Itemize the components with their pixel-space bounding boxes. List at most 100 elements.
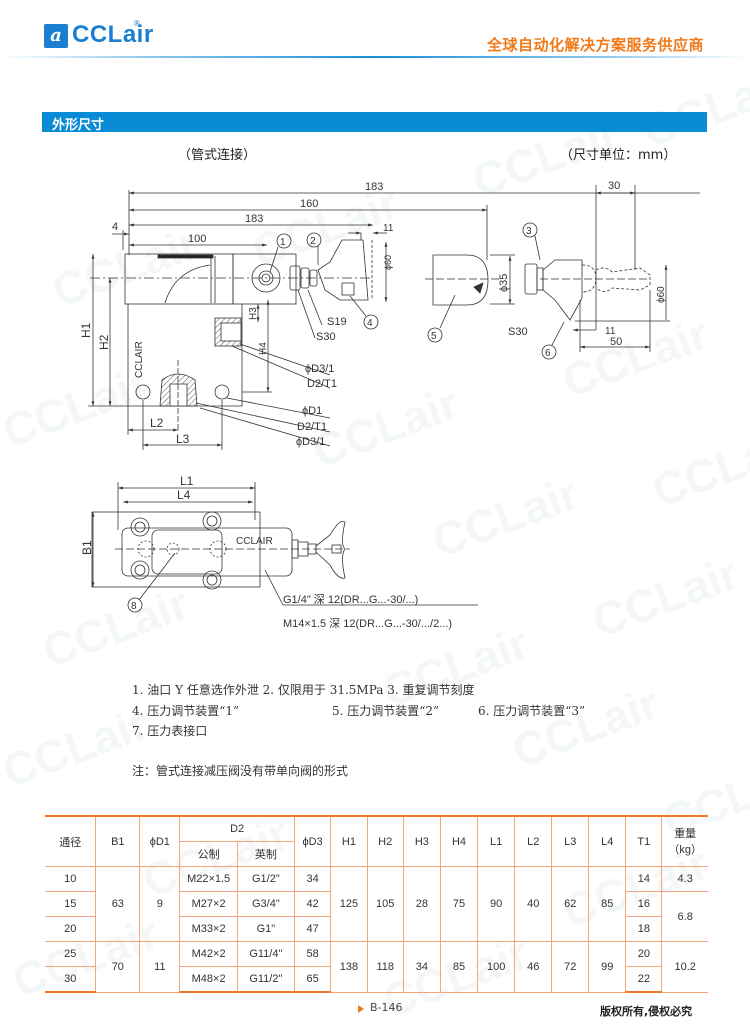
- header-phiD1: ϕD1: [139, 815, 181, 867]
- header-H2: H2: [366, 815, 404, 867]
- cell-H1: 138: [330, 941, 368, 993]
- cell-T1: 20: [625, 941, 663, 967]
- dim-L3: L3: [176, 432, 190, 446]
- section-bar: [42, 112, 707, 132]
- cell-bore: 10: [45, 866, 97, 892]
- cell-phiD3: 65: [293, 966, 332, 993]
- cell-D2-imperial: G1/2": [236, 866, 295, 892]
- port-note-1: G1/4" 深 12(DR...G...-30/...): [283, 593, 418, 606]
- header-L4: L4: [588, 815, 627, 867]
- callout-5: 5: [431, 331, 437, 342]
- tagline: 全球自动化解决方案服务供应商: [486, 36, 704, 54]
- cell-bore: 25: [45, 941, 97, 967]
- callout-4: 4: [367, 318, 373, 329]
- cell-H4: 85: [439, 941, 479, 993]
- copyright: 版权所有,侵权必究: [600, 1005, 693, 1018]
- cell-L1: 90: [477, 866, 516, 942]
- cell-L3: 62: [551, 866, 590, 942]
- cell-L2: 40: [514, 866, 553, 942]
- label-S30-a: S30: [316, 331, 336, 343]
- cell-B1: 70: [95, 941, 141, 993]
- table-row: 15 M27×2 G3/4" 42 16 6.8: [45, 891, 708, 942]
- header-H3: H3: [402, 815, 441, 867]
- cell-T1: 14: [625, 866, 663, 892]
- cell-T1: 18: [625, 916, 662, 942]
- cell-H2: 118: [366, 941, 404, 993]
- cell-D2-metric: M22×1.5: [179, 866, 238, 892]
- cell-bore: 20: [45, 916, 97, 942]
- cell-phiD3: 47: [293, 916, 332, 942]
- cell-weight: 10.2: [661, 941, 708, 993]
- cell-H4: 75: [439, 866, 479, 942]
- dim-L4: L4: [177, 488, 191, 502]
- cell-B1: 63: [95, 866, 141, 942]
- label-D2-T1-b: D2/T1: [297, 421, 327, 433]
- cell-D2-imperial: G11/2": [236, 966, 295, 993]
- dim-L1: L1: [180, 474, 194, 488]
- label-D2-T1-a: D2/T1: [307, 378, 337, 390]
- callout-1: 1: [280, 237, 286, 248]
- registered-mark: ®: [133, 19, 141, 28]
- body-brand-top: CCLAIR: [236, 536, 273, 547]
- page-arrow-icon: [358, 1005, 364, 1013]
- cell-D2-imperial: G11/4": [236, 941, 295, 967]
- header-L3: L3: [551, 815, 590, 867]
- dim-100: 100: [188, 233, 206, 245]
- cell-bore: 15: [45, 891, 97, 917]
- remark: 注：管式连接减压阀没有带单向阀的形式: [132, 764, 349, 778]
- header-divider: [0, 56, 750, 58]
- cell-D2-metric: M27×2: [179, 891, 238, 917]
- note-line-2b: 5. 压力调节装置“2”: [332, 704, 440, 718]
- callout-8: 8: [131, 601, 137, 612]
- table-row: 30 M48×2 G11/2" 65 22: [45, 966, 708, 993]
- cell-H3: 34: [402, 941, 441, 993]
- header-weight-label: 重量: [674, 827, 697, 840]
- cell-T1: 16: [625, 891, 663, 917]
- cell-D2-imperial: G1": [236, 916, 295, 942]
- cell-phiD3: 34: [293, 866, 332, 892]
- cell-T1: 22: [625, 966, 662, 993]
- callout-3: 3: [526, 226, 532, 237]
- dim-H2: H2: [97, 334, 111, 350]
- dim-phi35: ϕ35: [498, 274, 510, 292]
- dim-phi60-a: ϕ60: [383, 255, 393, 270]
- section-title: 外形尺寸: [52, 118, 105, 133]
- label-S30-b: S30: [508, 326, 528, 338]
- header-B1: B1: [95, 815, 141, 867]
- header-weight: 重量 （kg）: [661, 815, 708, 867]
- cell-phiD1: 9: [139, 866, 181, 942]
- header-L1: L1: [477, 815, 516, 867]
- note-line-1: 1. 油口 Y 任意选作外泄 2. 仅限用于 31.5MPa 3. 重复调节刻度: [132, 683, 475, 697]
- label-S19: S19: [327, 316, 347, 328]
- note-line-2a: 4. 压力调节装置“1”: [132, 704, 240, 718]
- dim-H3: H3: [248, 307, 259, 320]
- header-T1: T1: [625, 815, 663, 867]
- label-phiD3-1-a: ϕD3/1: [305, 363, 334, 375]
- dim-B1: B1: [80, 540, 94, 555]
- cell-D2-metric: M48×2: [179, 966, 238, 993]
- note-line-2c: 6. 压力调节装置“3”: [478, 704, 586, 718]
- cell-H3: 28: [402, 866, 441, 942]
- cell-H2: 105: [366, 866, 404, 942]
- callout-2: 2: [310, 236, 316, 247]
- header-phiD3: ϕD3: [293, 815, 332, 867]
- label-phiD3-1-b: ϕD3/1: [296, 436, 325, 448]
- dim-11-a: 11: [383, 223, 394, 234]
- table-row: 10 63 9 M22×1.5 G1/2" 34 125 105 28 75 9…: [45, 866, 708, 942]
- table-row: 20 M33×2 G1" 47 18: [45, 916, 708, 942]
- cell-phiD3: 42: [293, 891, 332, 917]
- cell-D2-metric: M33×2: [179, 916, 238, 942]
- dim-11-b: 11: [605, 326, 616, 337]
- cell-L3: 72: [551, 941, 590, 993]
- technical-drawing: 183 160 183 100 4 11 30 11 50 ϕ60 ϕ60 ϕ3…: [79, 180, 700, 630]
- cell-L1: 100: [477, 941, 516, 993]
- header-bore: 通径: [45, 815, 97, 867]
- cell-D2-imperial: G3/4": [236, 891, 295, 917]
- cell-L4: 99: [588, 941, 627, 993]
- dim-L2: L2: [150, 416, 164, 430]
- dim-50: 50: [610, 336, 622, 348]
- cell-phiD3: 58: [293, 941, 332, 967]
- port-note-2: M14×1.5 深 12(DR...G...-30/.../2...): [283, 617, 452, 630]
- page-number: B-146: [370, 1001, 403, 1014]
- header-L2: L2: [514, 815, 553, 867]
